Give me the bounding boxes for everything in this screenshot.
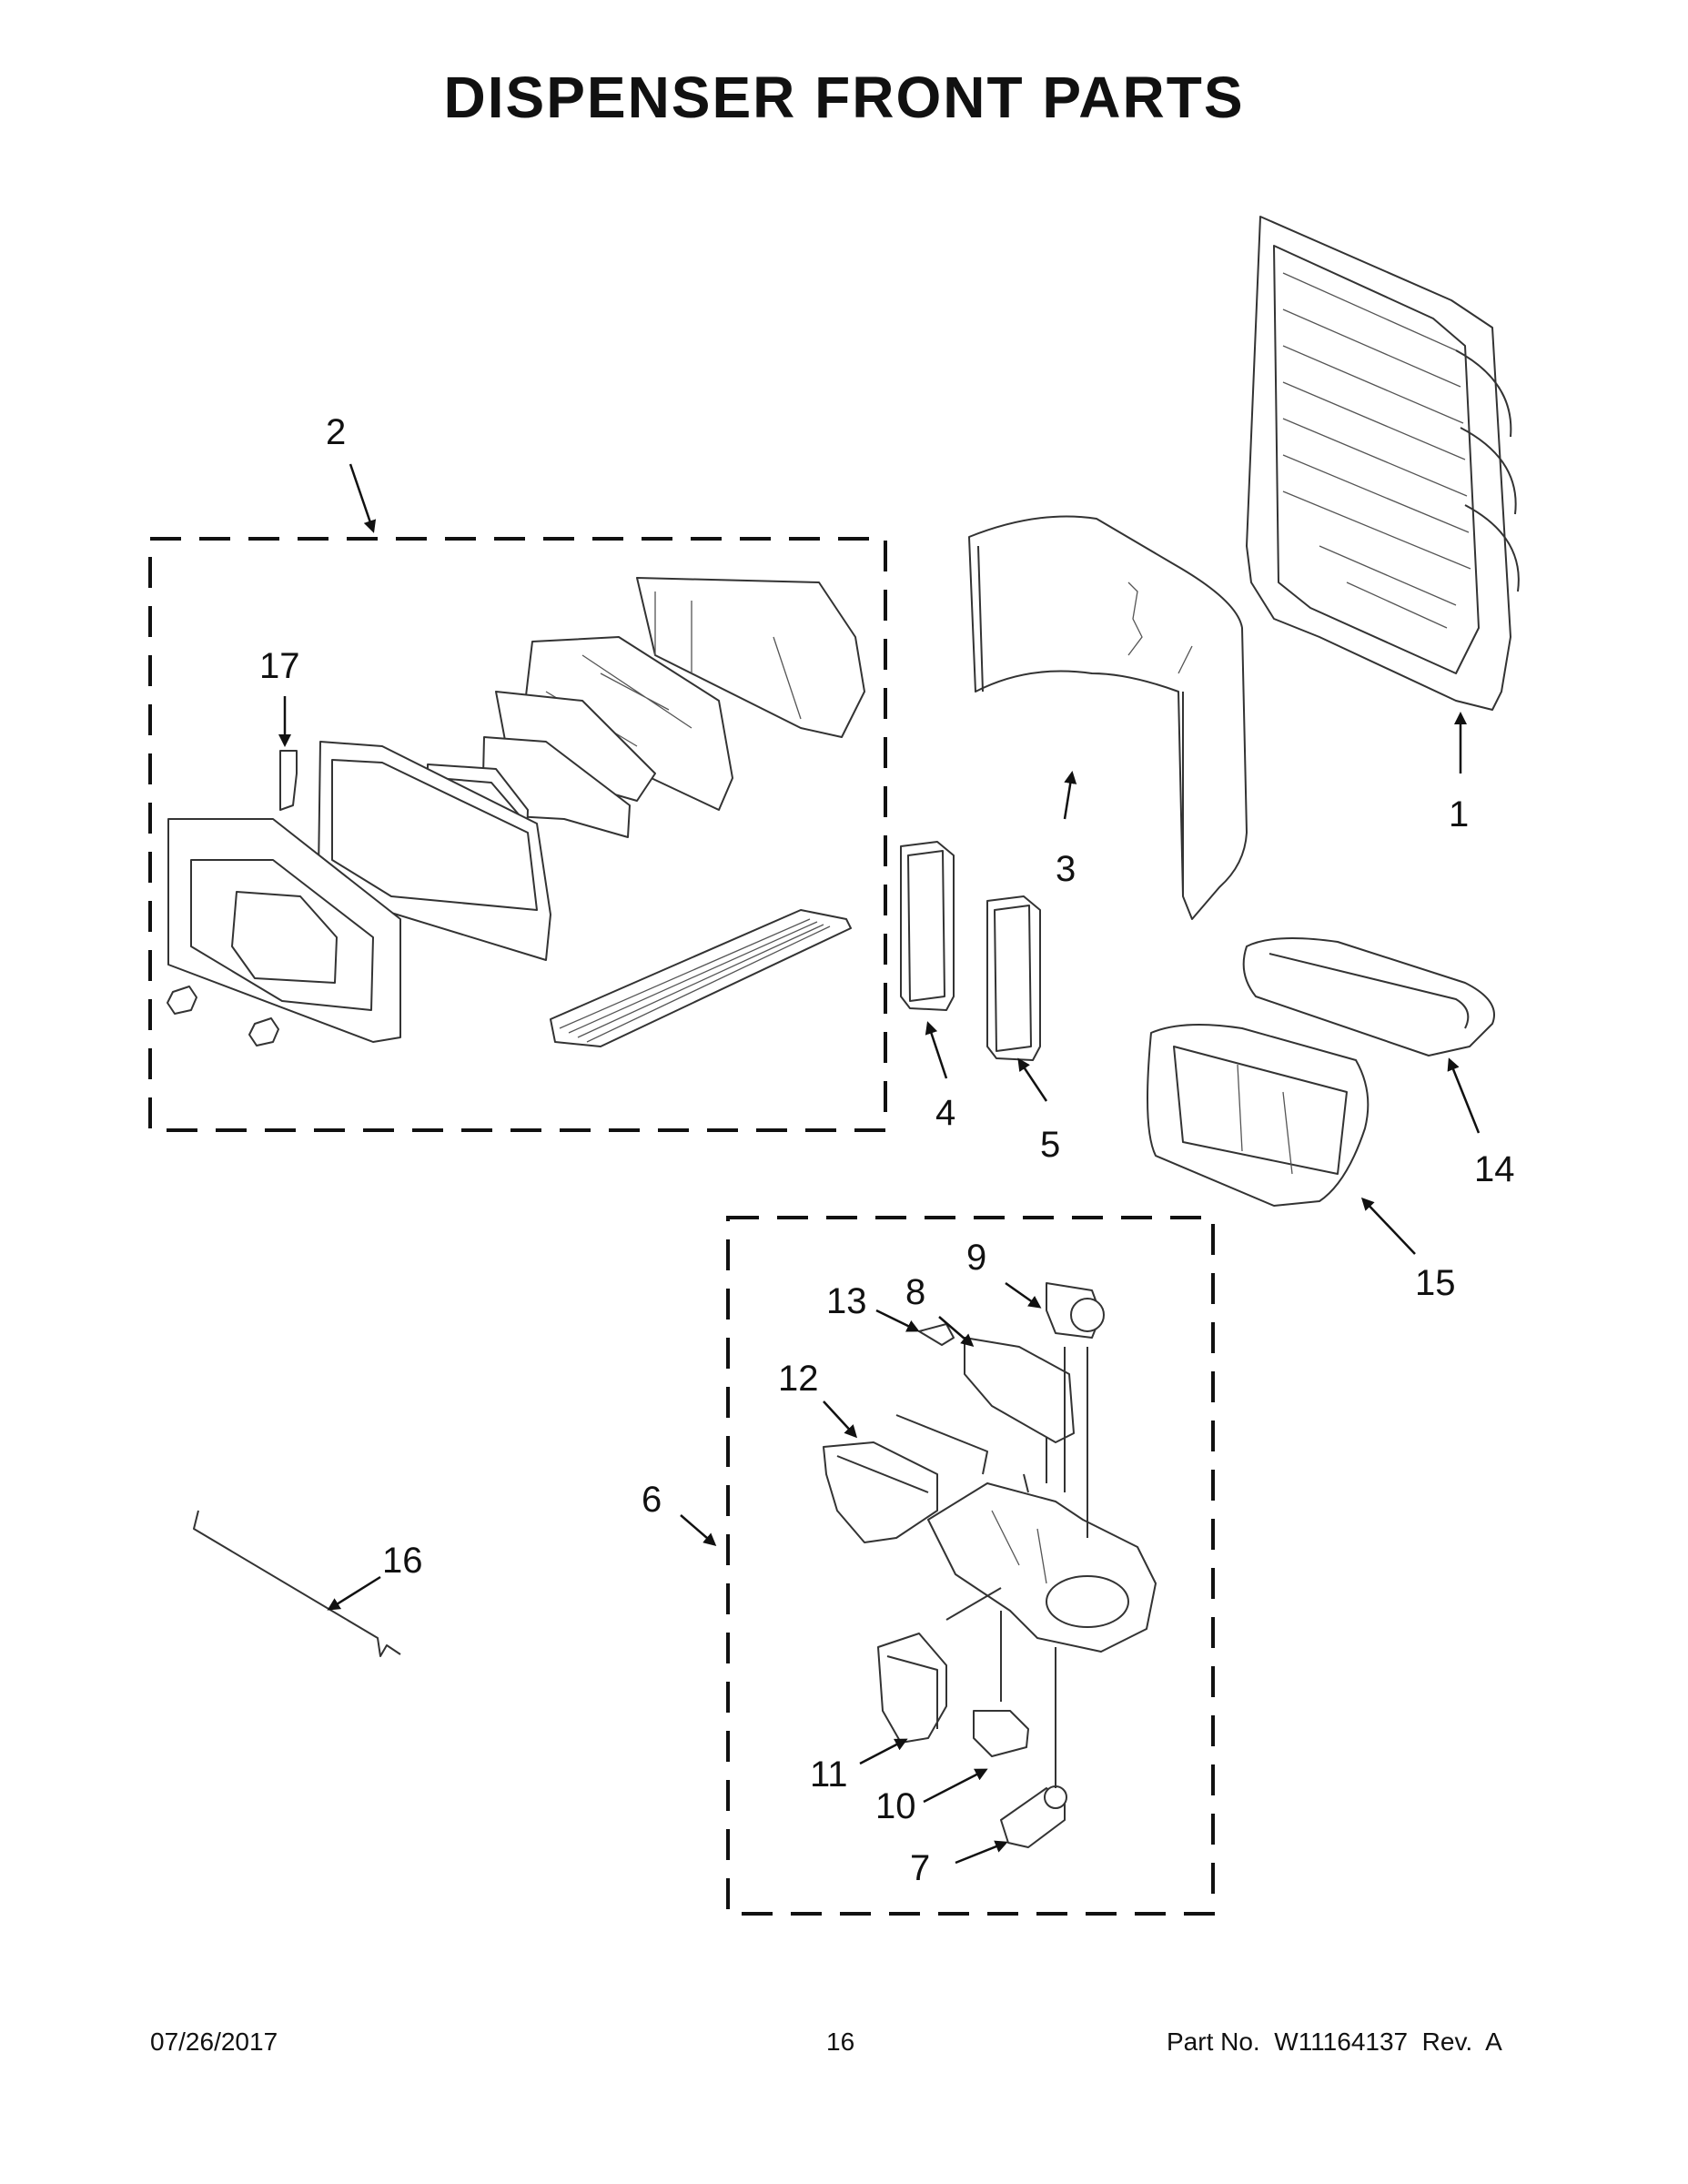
- leader-12: [823, 1400, 858, 1439]
- leader-16: [327, 1575, 381, 1611]
- part-6-dispenser-assembly: [823, 1282, 1157, 1848]
- callout-12: 12: [778, 1359, 819, 1399]
- callout-16: 16: [382, 1541, 423, 1581]
- callout-13: 13: [826, 1281, 867, 1321]
- leader-14: [1447, 1057, 1481, 1134]
- callout-8: 8: [905, 1272, 926, 1312]
- part-3-panel: [968, 515, 1248, 920]
- group-box-2: [148, 537, 887, 1132]
- leader-11: [859, 1738, 908, 1765]
- footer-page-number: 16: [826, 2027, 855, 2056]
- callout-5: 5: [1040, 1125, 1061, 1165]
- part-4-pad: [900, 841, 955, 1011]
- part-1-housing: [1246, 216, 1520, 711]
- part-5-pad: [986, 895, 1041, 1061]
- leader-13: [875, 1309, 920, 1332]
- callout-10: 10: [875, 1786, 916, 1826]
- part-15-drip-tray: [1147, 1024, 1370, 1207]
- leader-15: [1360, 1197, 1416, 1255]
- callout-15: 15: [1415, 1263, 1456, 1303]
- callout-9: 9: [966, 1238, 987, 1278]
- page-title: DISPENSER FRONT PARTS: [443, 65, 1245, 130]
- footer-date: 07/26/2017: [150, 2027, 278, 2056]
- part-2-control-assembly: [167, 577, 865, 1047]
- callout-7: 7: [910, 1848, 931, 1888]
- callout-17: 17: [259, 646, 300, 686]
- leader-lines: [278, 463, 1481, 1865]
- footer-part-number: Part No. W11164137 Rev. A: [1167, 2027, 1502, 2056]
- leader-4: [925, 1021, 948, 1079]
- leader-5: [1017, 1057, 1048, 1102]
- leader-2: [349, 463, 377, 533]
- part-16-wire-rod: [193, 1510, 401, 1657]
- callout-3: 3: [1056, 849, 1076, 889]
- callout-6: 6: [642, 1480, 662, 1520]
- leader-7: [955, 1840, 1008, 1865]
- callout-14: 14: [1474, 1149, 1515, 1189]
- callout-2: 2: [326, 412, 347, 452]
- leader-9: [1005, 1281, 1042, 1309]
- leader-10: [923, 1768, 988, 1804]
- part-14-tray-ring: [1242, 937, 1495, 1057]
- leader-6: [680, 1514, 717, 1546]
- callout-1: 1: [1449, 794, 1470, 834]
- callout-11: 11: [810, 1754, 848, 1795]
- callout-4: 4: [935, 1093, 956, 1133]
- leader-3: [1063, 771, 1077, 820]
- leader-8: [938, 1316, 975, 1347]
